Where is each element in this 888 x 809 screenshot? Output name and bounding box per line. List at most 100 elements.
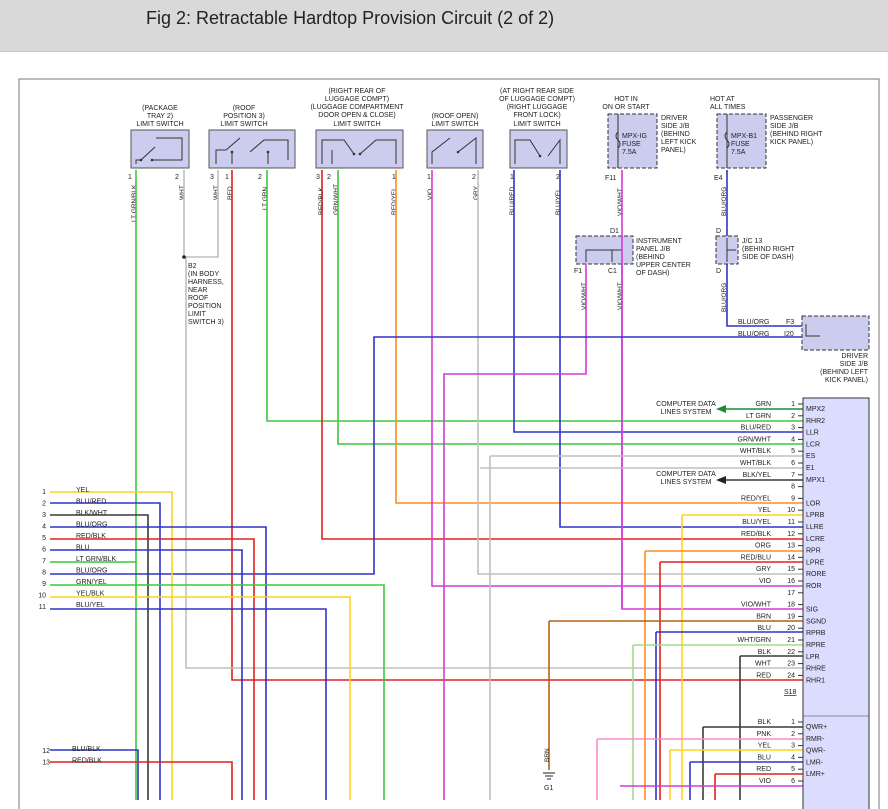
jc13-side-3: SIDE OF DASH) (742, 254, 794, 261)
b2-line-7: LIMIT (188, 311, 207, 318)
fuse-ig-hot-1: HOT IN (614, 96, 638, 103)
wire-gry (477, 170, 836, 575)
wire-l4-bluorg (50, 526, 267, 800)
wire-bluyel (559, 170, 836, 528)
module-row2-pin: 5 (791, 766, 795, 773)
module-row-func: ES (806, 453, 816, 460)
roof-open-label: (ROOF OPEN) LIMIT SWITCH (431, 113, 478, 128)
flock-pin-2: 2 (556, 174, 560, 181)
module-row2-func: QWR+ (806, 724, 827, 731)
wire-ltgrn (266, 170, 836, 422)
module-row2-wire: RED (756, 766, 771, 773)
package-tray-label-2: TRAY 2) (147, 113, 173, 120)
module-row-func: LLR (806, 430, 819, 437)
luggage-door-label-3: (LUGGAGE COMPARTMENT (310, 104, 404, 111)
module-row-pin: 13 (787, 543, 795, 550)
package-tray-label: (PACKAGE TRAY 2) LIMIT SWITCH (136, 105, 183, 128)
wire-bluorg-djb (50, 336, 802, 575)
module-connector-label: S18 (784, 689, 797, 696)
ijb-wire-right: VIO/WHT (617, 282, 624, 310)
lug-pin-1: 1 (392, 174, 396, 181)
roofpos-pin-3: 3 (210, 174, 214, 181)
b2-line-4: NEAR (188, 287, 207, 294)
wire-label-red: RED (227, 186, 234, 200)
module-row-wire: BLK (758, 649, 772, 656)
module-row-wire: BLK/YEL (743, 472, 772, 479)
cdl-2-line-1: COMPUTER DATA (656, 471, 716, 478)
left-row-num: 6 (42, 547, 46, 554)
module-row-func: LPRB (806, 512, 825, 519)
data-arrow-1 (716, 405, 726, 413)
module-row-pin: 9 (791, 495, 795, 502)
module-row-pin: 8 (791, 484, 795, 491)
module-row2-wire: BLU (757, 754, 771, 761)
module-row-pin: 11 (788, 519, 795, 526)
front-lock-label-3: (RIGHT LUGGAGE (507, 104, 568, 111)
front-lock-label: (AT RIGHT REAR SIDE OF LUGGAGE COMPT) (R… (499, 88, 575, 128)
module-row2-func: LMR- (806, 759, 824, 766)
wires (50, 170, 836, 800)
left-row-wire: BLU/YEL (76, 602, 105, 609)
module-row2-pin: 6 (791, 778, 795, 785)
left-row-num: 7 (42, 558, 46, 565)
jc13-pin-bottom: D (716, 268, 721, 275)
module-row-pin: 1 (791, 401, 795, 408)
module-row2-wire: VIO (759, 778, 772, 785)
wire-label-wht-roof: WHT (213, 185, 220, 200)
module-row-wire: RED/YEL (741, 495, 771, 502)
wire-label-redyel: RED/YEL (391, 187, 398, 215)
roofpos-pin-2: 2 (258, 174, 262, 181)
page-header: Fig 2: Retractable Hardtop Provision Cir… (0, 0, 888, 52)
roofpos-pin-1: 1 (225, 174, 229, 181)
left-row-wire: BLU/ORG (76, 522, 108, 529)
left-row-num: 8 (42, 570, 46, 577)
fuse-b1-wire: BLU/ORG (721, 187, 728, 216)
fuse-ig-side-4: LEFT KICK (661, 139, 697, 146)
ijb-side-4: UPPER CENTER (636, 262, 691, 269)
module-row2-wire: BLK (758, 719, 772, 726)
wire-label-ltgrnblk: LT GRN/BLK (131, 184, 138, 222)
wire-l11-bluyel (50, 608, 327, 800)
djb-label-4: KICK PANEL) (825, 377, 868, 384)
front-lock-switch (509, 129, 568, 169)
module-row-pin: 16 (787, 578, 795, 585)
module-row-pin: 12 (787, 531, 795, 538)
module-row-func: ROR (806, 583, 822, 590)
fuse-b1-hot-1: HOT AT (710, 96, 735, 103)
module-row-func: LPR (806, 654, 820, 661)
left-row-wire: BLK/WHT (76, 510, 108, 517)
module-row-pin: 22 (787, 649, 795, 656)
ijb-pin-right: C1 (608, 268, 617, 275)
module-row-pin: 14 (787, 554, 795, 561)
cdl-1-line-1: COMPUTER DATA (656, 401, 716, 408)
ijb-side-5: OF DASH) (636, 270, 669, 277)
fuse-ig-side-2: SIDE J/B (661, 123, 690, 130)
roof-open-switch (426, 129, 484, 169)
wire-bluorg-jc (726, 264, 802, 327)
djb-wire-1: BLU/ORG (738, 319, 770, 326)
left-row-num: 10 (38, 593, 46, 600)
front-lock-label-4: FRONT LOCK) (513, 112, 560, 119)
wire-grnwht (337, 170, 836, 445)
ijb-wire-left: VIO/WHT (581, 282, 588, 310)
module-row-wire: ORG (755, 543, 771, 550)
module-row-func: MPX2 (806, 406, 825, 413)
left-row-wire: YEL/BLK (76, 591, 105, 598)
computer-data-labels: COMPUTER DATA LINES SYSTEM COMPUTER DATA… (656, 401, 716, 486)
module-row-pin: 3 (791, 425, 795, 432)
wire-redyel (395, 170, 836, 504)
djb-label-2: SIDE J/B (840, 361, 869, 368)
wire-blured (513, 170, 836, 433)
left-row-num: 5 (42, 535, 46, 542)
ijb-side-2: PANEL J/B (636, 246, 671, 253)
module-row-pin: 6 (791, 460, 795, 467)
fuse-ig-side-1: DRIVER (661, 115, 687, 122)
b2-line-6: POSITION (188, 303, 221, 310)
module-row-func: LPRE (806, 559, 825, 566)
module-row2-pin: 1 (791, 719, 795, 726)
fuse-b1-amp: 7.5A (731, 149, 746, 156)
module-row-func: LCR (806, 441, 820, 448)
fuse-ig-name: MPX-IG (622, 133, 647, 140)
